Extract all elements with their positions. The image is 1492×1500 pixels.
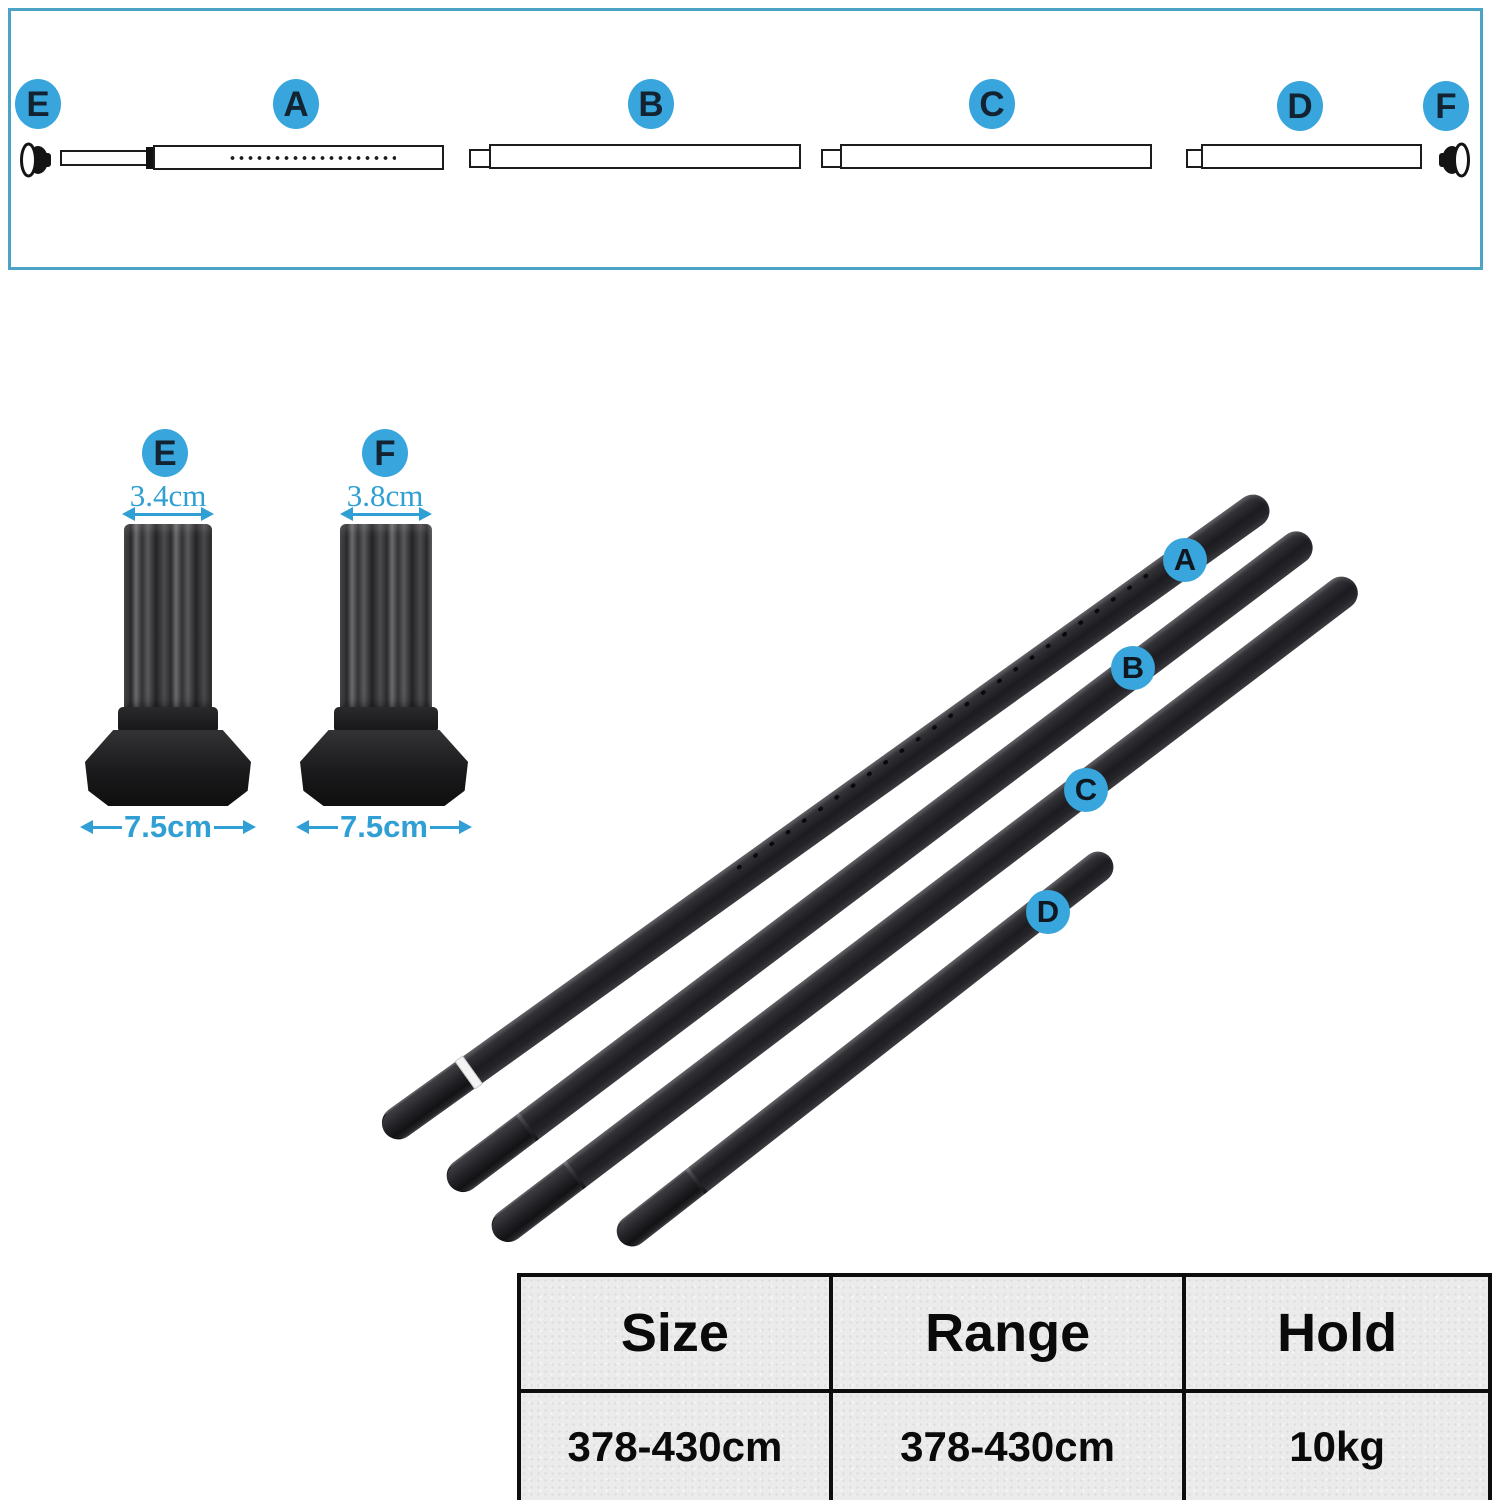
part-label-a: A [273, 79, 319, 129]
cap-f-base-width: 7.5cm [296, 809, 472, 844]
spec-table: Size Range Hold 378-430cm 378-430cm 10kg [517, 1273, 1492, 1500]
end-cap-f-icon [1439, 142, 1470, 178]
part-label-c-text: C [979, 84, 1005, 124]
part-label-c: C [969, 79, 1015, 129]
rod-a-thin-end [60, 150, 150, 166]
part-label-d-text: D [1287, 86, 1313, 126]
spec-col-range: Range [828, 1273, 1187, 1393]
cap-f-top-width: 3.8cm [346, 478, 424, 513]
spec-value-size: 378-430cm [517, 1389, 833, 1500]
rod-a-holes-dotted-line [228, 153, 396, 162]
pole-c-photo [485, 569, 1365, 1249]
cap-f-label-text: F [374, 433, 396, 473]
part-label-f: F [1423, 81, 1469, 131]
pole-label-d-text: D [1036, 894, 1060, 929]
cap-f-base-width-text: 7.5cm [340, 809, 428, 844]
cap-f-photo-collar [334, 707, 438, 733]
spec-table-value-row: 378-430cm 378-430cm 10kg [517, 1389, 1492, 1500]
pole-label-b-text: B [1121, 650, 1145, 685]
pole-b-tip-section [441, 1116, 535, 1198]
part-label-e-text: E [26, 84, 50, 124]
cap-e-label: E [142, 429, 188, 477]
spec-table-header-row: Size Range Hold [517, 1273, 1492, 1393]
spec-col-hold: Hold [1182, 1273, 1492, 1393]
pole-label-b: B [1111, 646, 1155, 690]
end-cap-e-icon [20, 142, 51, 178]
cap-e-label-text: E [153, 433, 177, 473]
cap-f-photo-cylinder [340, 524, 432, 714]
pole-c-tip-section [486, 1164, 582, 1248]
pole-label-d: D [1026, 890, 1070, 934]
cap-f-label: F [362, 429, 408, 477]
part-label-a-text: A [283, 84, 309, 124]
pole-label-a: A [1163, 538, 1207, 582]
spec-value-hold: 10kg [1182, 1389, 1492, 1500]
rod-a-joint [146, 147, 154, 169]
spec-col-size: Size [517, 1273, 833, 1393]
part-label-d: D [1277, 81, 1323, 131]
pole-label-c: C [1064, 768, 1108, 812]
rod-a [153, 145, 444, 170]
cap-f-top-width-arrow [340, 506, 432, 522]
part-label-f-text: F [1435, 86, 1457, 126]
pole-d-tip-section [611, 1171, 704, 1252]
pole-label-c-text: C [1074, 772, 1098, 807]
rod-c [840, 144, 1152, 169]
pole-b-photo [440, 524, 1320, 1199]
cap-e-photo-collar [118, 707, 218, 733]
part-label-b: B [628, 79, 674, 129]
pole-a-tip-section [376, 1063, 474, 1145]
parts-schematic-box: E A B C D F [8, 8, 1483, 270]
rod-b [489, 144, 801, 169]
cap-e-top-width: 3.4cm [129, 478, 207, 513]
cap-e-base-width-text: 7.5cm [124, 809, 212, 844]
part-label-e: E [15, 79, 61, 129]
cap-e-photo-base [85, 730, 251, 806]
spec-value-range: 378-430cm [828, 1389, 1187, 1500]
cap-e-top-width-arrow [122, 506, 214, 522]
cap-f-photo-base [300, 730, 468, 806]
pole-label-a-text: A [1173, 542, 1197, 577]
rod-d [1201, 144, 1422, 169]
pole-a-photo [375, 488, 1277, 1146]
part-label-b-text: B [638, 84, 664, 124]
cap-e-photo-cylinder [124, 524, 212, 714]
cap-e-base-width: 7.5cm [80, 809, 256, 844]
